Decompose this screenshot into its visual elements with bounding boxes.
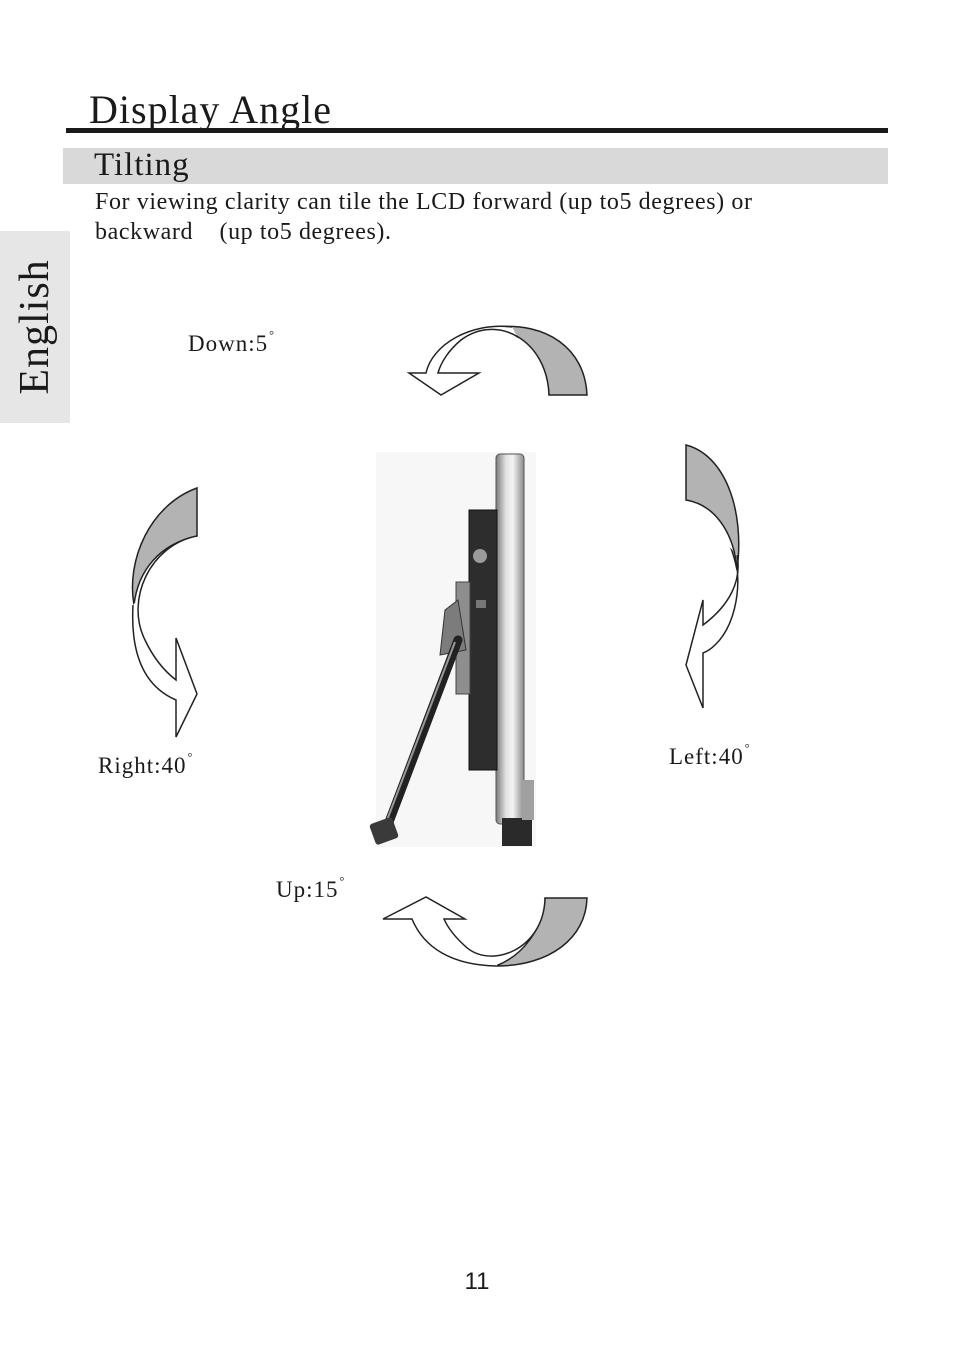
rotate-up-arrow-icon	[382, 896, 588, 967]
rotate-left-value: Left:40	[669, 744, 744, 769]
tilt-down-label: Down:5°	[188, 328, 275, 357]
degree-symbol: °	[339, 874, 346, 888]
rotate-right-label: Right:40°	[98, 750, 193, 779]
lcd-monitor-side-view-icon	[369, 452, 536, 847]
description-line-1: For viewing clarity can tile the LCD for…	[95, 189, 753, 215]
degree-symbol: °	[744, 741, 751, 755]
section-description: For viewing clarity can tile the LCD for…	[95, 187, 885, 247]
rotate-left-label: Left:40°	[669, 741, 751, 770]
rotate-right-value: Right:40	[98, 753, 187, 778]
description-line-2: backward (up to5 degrees).	[95, 219, 392, 245]
degree-symbol: °	[269, 328, 275, 342]
tilt-up-label: Up:15°	[276, 874, 345, 903]
tilt-down-value: Down:5	[188, 331, 269, 356]
section-header-bar	[63, 148, 888, 184]
page-title: Display Angle	[89, 87, 332, 132]
rotate-right-arrow-icon	[131, 486, 198, 738]
rotate-left-arrow-icon	[685, 444, 740, 709]
page-number: 11	[464, 1268, 490, 1295]
tilt-up-value: Up:15	[276, 877, 339, 902]
rotate-down-arrow-icon	[406, 325, 588, 396]
language-side-tab: English	[0, 231, 70, 423]
title-divider	[66, 128, 888, 133]
degree-symbol: °	[187, 750, 194, 764]
section-title: Tilting	[94, 147, 190, 183]
